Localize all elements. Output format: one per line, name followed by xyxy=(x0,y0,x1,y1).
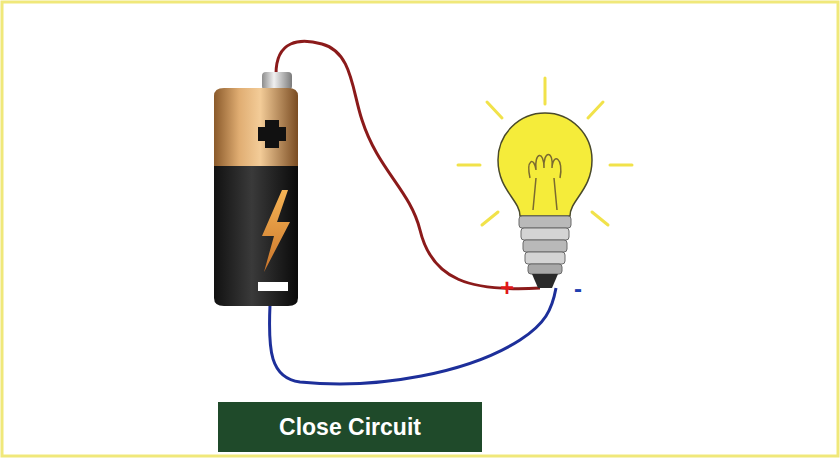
banner-text: Close Circuit xyxy=(279,414,421,441)
light-bulb xyxy=(528,264,562,274)
light-rays xyxy=(588,102,603,118)
light-rays xyxy=(458,78,632,225)
light-bulb xyxy=(521,228,569,240)
battery xyxy=(262,72,292,90)
negative-wire xyxy=(269,288,556,384)
battery xyxy=(258,127,286,141)
light-bulb xyxy=(523,240,567,252)
light-bulb xyxy=(498,113,592,288)
light-rays xyxy=(610,164,632,167)
light-bulb xyxy=(519,216,571,228)
battery xyxy=(258,282,288,291)
light-rays xyxy=(487,102,502,118)
battery xyxy=(214,166,298,306)
light-rays xyxy=(458,164,480,167)
light-bulb xyxy=(498,113,592,216)
light-bulb xyxy=(525,252,565,264)
battery xyxy=(214,88,298,166)
light-rays xyxy=(482,212,498,225)
light-rays xyxy=(544,78,547,104)
light-bulb xyxy=(532,274,558,288)
battery xyxy=(214,72,298,306)
light-rays xyxy=(592,212,608,225)
title-banner: Close Circuit xyxy=(218,402,482,452)
light-bulb xyxy=(533,178,557,210)
terminal-sign: + xyxy=(500,276,514,300)
battery xyxy=(262,190,290,272)
light-bulb xyxy=(529,155,561,179)
terminal-sign: - xyxy=(574,277,582,301)
